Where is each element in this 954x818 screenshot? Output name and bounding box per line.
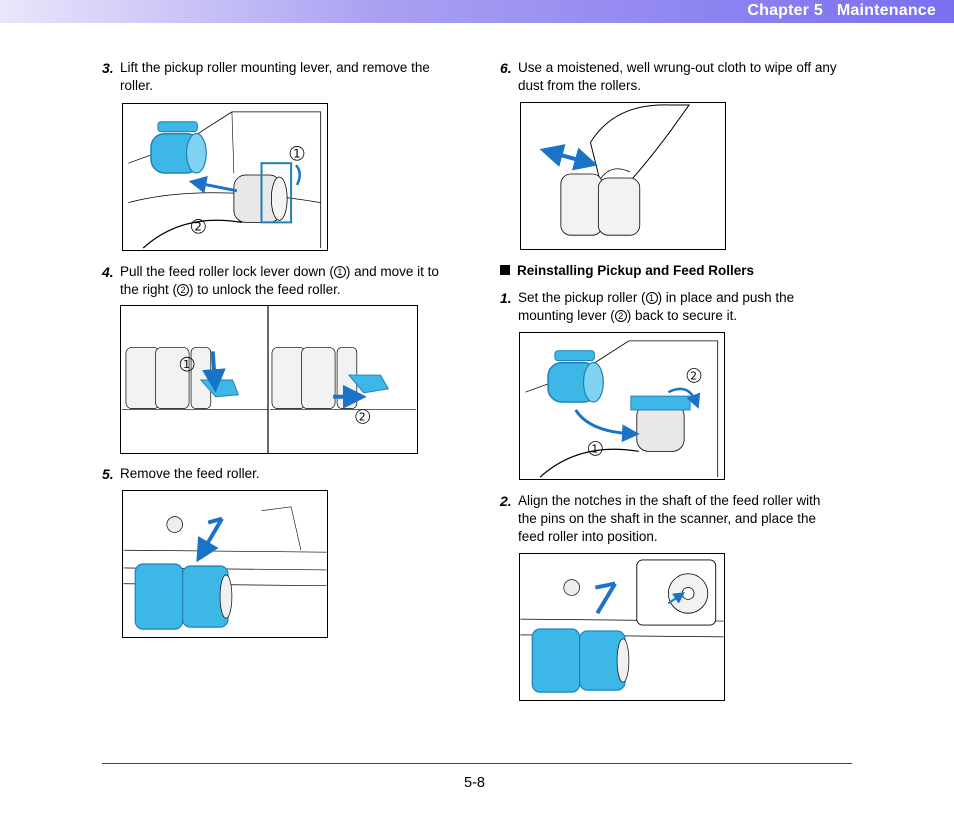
step-number: 6.: [500, 60, 512, 76]
figure-wipe-rollers: [520, 102, 726, 250]
step-number: 2.: [500, 493, 512, 509]
section-heading: Reinstalling Pickup and Feed Rollers: [500, 263, 754, 278]
callout-2: 2: [194, 219, 202, 233]
circled-marker: 1: [645, 292, 658, 304]
set-pickup-roller-illustration: 2 1: [525, 340, 719, 478]
step-5: 5. Remove the feed roller.: [102, 465, 462, 485]
svg-text:1: 1: [183, 358, 190, 371]
step-4: 4. Pull the feed roller lock lever down …: [102, 263, 462, 303]
step-text: Set the pickup roller (1) in place and p…: [518, 290, 795, 323]
feed-roller-lock-illustration: 1 2: [122, 306, 416, 453]
step-text: Lift the pickup roller mounting lever, a…: [120, 60, 430, 93]
callout-1: 1: [293, 146, 301, 160]
step-text: Pull the feed roller lock lever down (1)…: [120, 264, 439, 297]
cloth-wipe-illustration: [539, 104, 691, 236]
circled-marker: 2: [614, 310, 627, 322]
figure-set-pickup-roller: 2 1: [519, 332, 725, 480]
step-number: 4.: [102, 264, 114, 280]
chapter-title: Chapter 5 Maintenance: [747, 2, 936, 19]
step-number: 3.: [102, 60, 114, 76]
step-6: 6. Use a moistened, well wrung-out cloth…: [500, 59, 860, 99]
reinstall-step-1: 1. Set the pickup roller (1) in place an…: [500, 289, 860, 329]
step-text: Use a moistened, well wrung-out cloth to…: [518, 60, 837, 93]
page-number: 5-8: [464, 775, 485, 791]
figure-place-feed-roller: [519, 553, 725, 701]
reinstall-step-2: 2. Align the notches in the shaft of the…: [500, 492, 860, 550]
svg-text:2: 2: [359, 410, 366, 423]
circled-marker: 2: [177, 284, 190, 296]
step-text: Align the notches in the shaft of the fe…: [518, 493, 821, 544]
figure-remove-feed-roller: [122, 490, 328, 638]
header-bar: [0, 0, 954, 23]
step-number: 5.: [102, 466, 114, 482]
footer-rule: [102, 763, 852, 764]
step-text: Remove the feed roller.: [120, 466, 260, 481]
place-feed-roller-illustration: [520, 559, 724, 693]
svg-text:1: 1: [591, 442, 598, 455]
figure-unlock-feed-roller: 1 2: [120, 305, 418, 454]
svg-text:2: 2: [690, 369, 697, 382]
figure-remove-pickup-roller: 1 2: [122, 103, 328, 251]
pickup-roller-illustration: 1 2: [128, 111, 322, 249]
square-bullet-icon: [500, 265, 510, 275]
step-3: 3. Lift the pickup roller mounting lever…: [102, 59, 462, 99]
step-number: 1.: [500, 290, 512, 306]
circled-marker: 1: [333, 266, 346, 278]
feed-roller-removal-illustration: [123, 506, 327, 630]
